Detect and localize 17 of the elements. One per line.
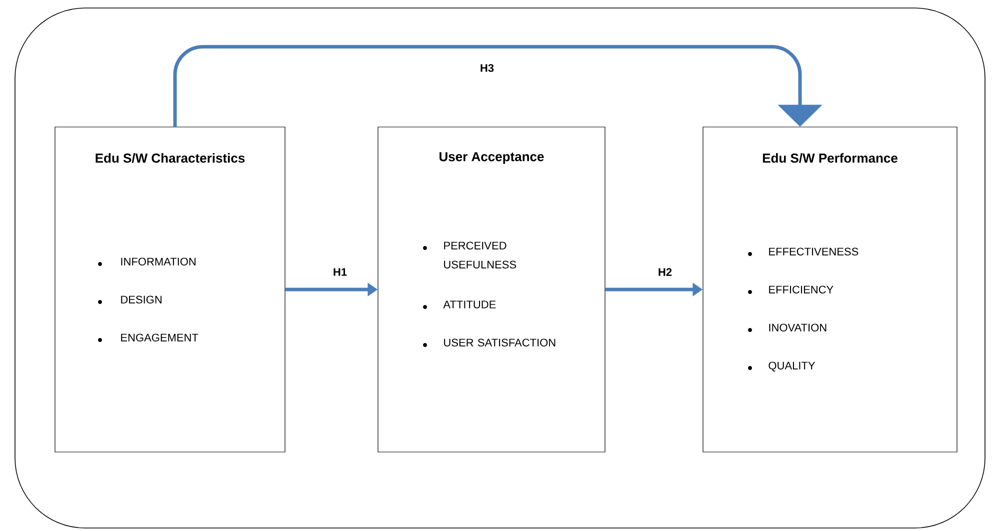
list-item: INOVATION — [769, 324, 826, 332]
list-item: EFFICIENCY — [769, 286, 834, 294]
list-item: EFFECTIVENESS — [769, 248, 858, 256]
edge-label: H2 — [656, 267, 674, 277]
list-item: QUALITY — [768, 362, 816, 372]
box-heading: Edu S/W Performance — [762, 153, 898, 163]
arrow — [173, 44, 822, 127]
list-item: USER SATISFACTION — [444, 338, 556, 346]
list-item: DESIGN — [121, 296, 162, 304]
edge-label: H1 — [332, 267, 348, 277]
edge-label: H3 — [478, 63, 496, 73]
list-item: ATTITUDE — [443, 300, 496, 308]
box-heading: User Acceptance — [440, 152, 544, 164]
list-item: INFORMATION — [121, 258, 196, 266]
list-item: PERCEIVED USEFULNESS — [444, 242, 516, 268]
list-item: ENGAGEMENT — [121, 334, 198, 342]
box-heading: Edu S/W Characteristics — [96, 153, 245, 163]
